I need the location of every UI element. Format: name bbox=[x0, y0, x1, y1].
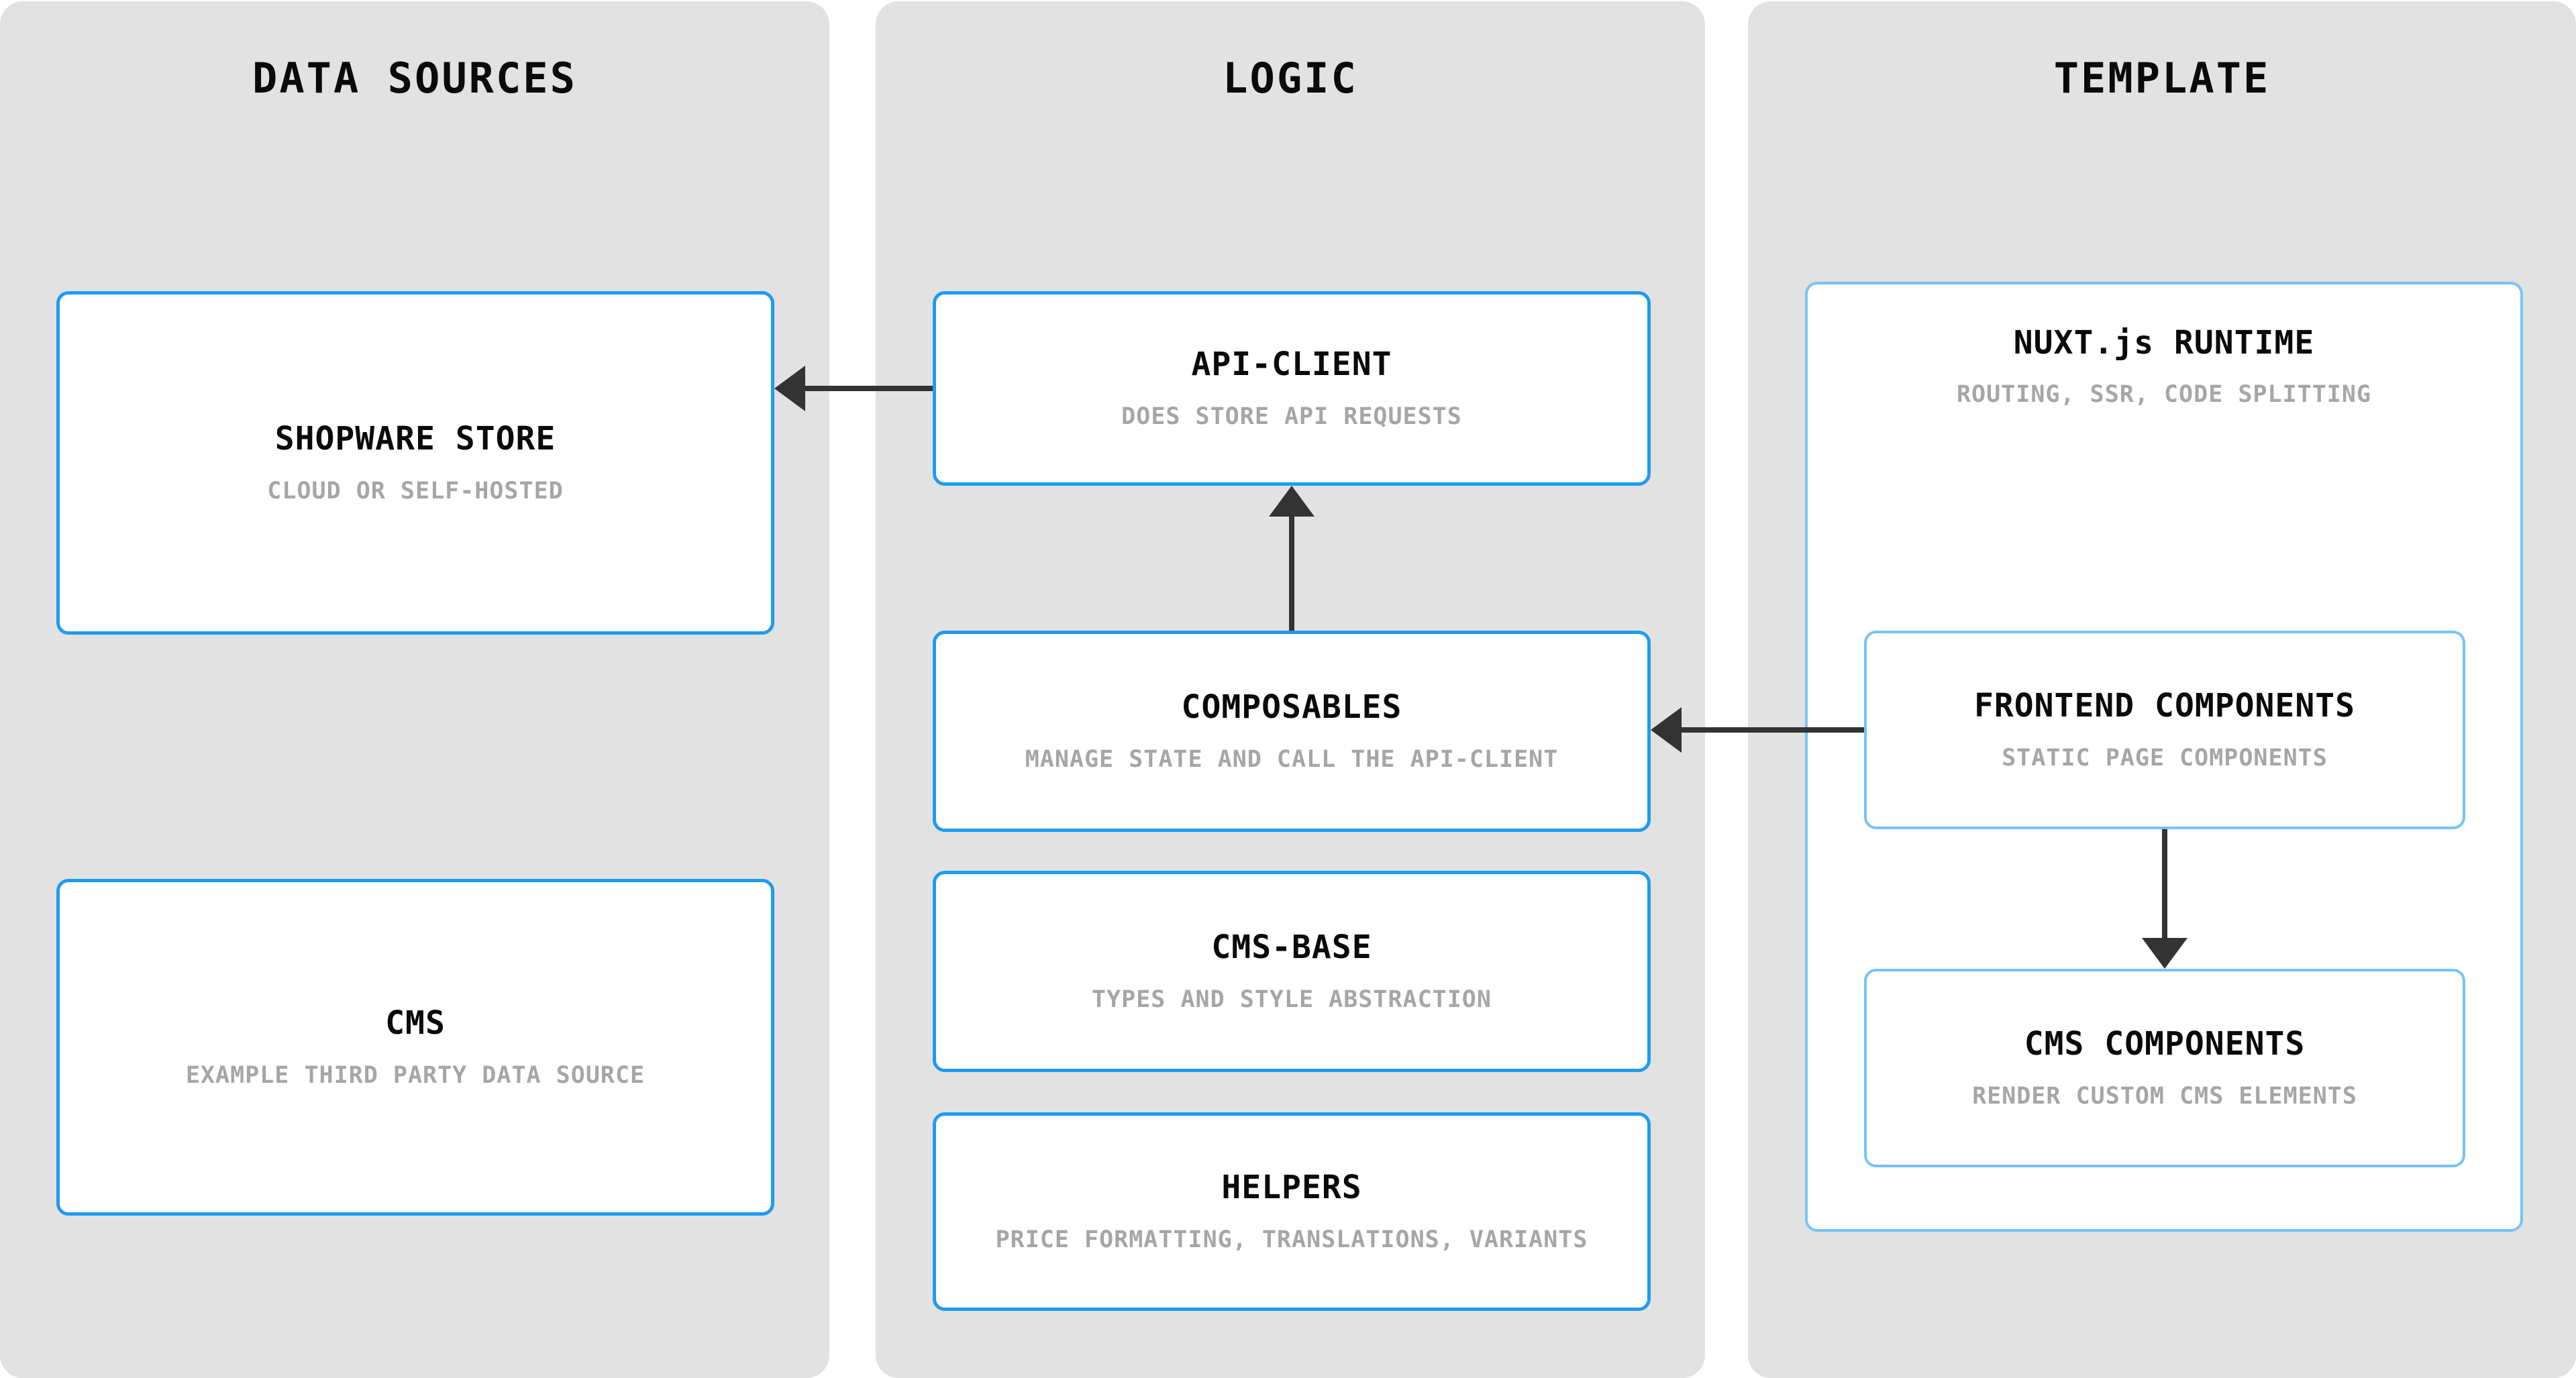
node-subtitle-cms-components: RENDER CUSTOM CMS ELEMENTS bbox=[1972, 1082, 2357, 1110]
node-title-composables: COMPOSABLES bbox=[1181, 688, 1402, 727]
node-title-frontend-components: FRONTEND COMPONENTS bbox=[1973, 687, 2356, 725]
node-subtitle-frontend-components: STATIC PAGE COMPONENTS bbox=[2002, 744, 2328, 772]
edge-line bbox=[1289, 517, 1294, 631]
node-title-helpers: HELPERS bbox=[1221, 1169, 1362, 1207]
column-title-template: TEMPLATE bbox=[2053, 54, 2271, 103]
node-cms-components[interactable]: CMS COMPONENTS RENDER CUSTOM CMS ELEMENT… bbox=[1864, 969, 2465, 1167]
node-subtitle-api-client: DOES STORE API REQUESTS bbox=[1121, 403, 1462, 430]
node-cms[interactable]: CMS EXAMPLE THIRD PARTY DATA SOURCE bbox=[56, 879, 774, 1216]
node-shopware-store[interactable]: SHOPWARE STORE CLOUD OR SELF-HOSTED bbox=[56, 291, 774, 635]
node-title-cms-base: CMS-BASE bbox=[1211, 929, 1372, 967]
node-composables[interactable]: COMPOSABLES MANAGE STATE AND CALL THE AP… bbox=[933, 631, 1651, 832]
node-subtitle-cms-base: TYPES AND STYLE ABSTRACTION bbox=[1092, 986, 1492, 1013]
node-title-api-client: API-CLIENT bbox=[1191, 346, 1392, 384]
edge-line bbox=[1682, 727, 1864, 733]
node-subtitle-nuxt-runtime: ROUTING, SSR, CODE SPLITTING bbox=[1956, 381, 2371, 409]
node-helpers[interactable]: HELPERS PRICE FORMATTING, TRANSLATIONS, … bbox=[933, 1112, 1651, 1311]
column-title-logic: LOGIC bbox=[1223, 54, 1358, 103]
node-title-cms-components: CMS COMPONENTS bbox=[2024, 1025, 2306, 1063]
node-subtitle-cms: EXAMPLE THIRD PARTY DATA SOURCE bbox=[185, 1061, 646, 1089]
node-title-cms: CMS bbox=[385, 1004, 446, 1043]
arrow-left-icon bbox=[1651, 707, 1682, 753]
arrow-down-icon bbox=[2142, 938, 2187, 969]
arrow-left-icon bbox=[774, 366, 805, 411]
arrow-up-icon bbox=[1269, 486, 1315, 517]
node-subtitle-helpers: PRICE FORMATTING, TRANSLATIONS, VARIANTS bbox=[995, 1226, 1588, 1253]
node-title-shopware-store: SHOPWARE STORE bbox=[274, 420, 556, 458]
node-title-nuxt-runtime: NUXT.js RUNTIME bbox=[2013, 324, 2315, 362]
edge-line bbox=[2162, 829, 2167, 938]
node-frontend-components[interactable]: FRONTEND COMPONENTS STATIC PAGE COMPONEN… bbox=[1864, 631, 2465, 829]
node-subtitle-shopware-store: CLOUD OR SELF-HOSTED bbox=[267, 477, 564, 505]
node-subtitle-composables: MANAGE STATE AND CALL THE API-CLIENT bbox=[1025, 745, 1559, 773]
edge-line bbox=[805, 386, 933, 391]
column-title-data-sources: DATA SOURCES bbox=[252, 54, 577, 103]
node-cms-base[interactable]: CMS-BASE TYPES AND STYLE ABSTRACTION bbox=[933, 871, 1651, 1072]
node-api-client[interactable]: API-CLIENT DOES STORE API REQUESTS bbox=[933, 291, 1651, 486]
